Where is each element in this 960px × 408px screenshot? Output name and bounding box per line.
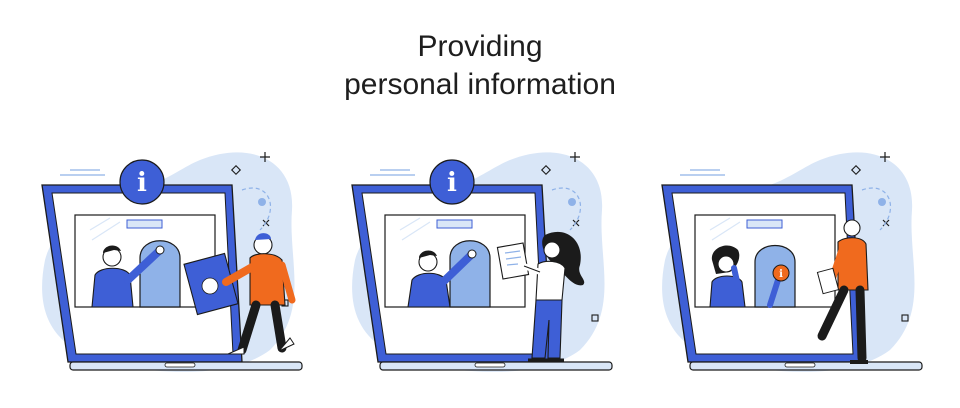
- woman-head: [717, 255, 735, 273]
- window-sign: [746, 219, 783, 229]
- customer-leg-left: [237, 300, 261, 355]
- sparkle-icon: [880, 152, 890, 162]
- clerk-body: [91, 267, 134, 308]
- tablet-device: [816, 267, 840, 295]
- laptop-base-notch: [474, 362, 506, 368]
- customer-leg-right: [270, 300, 287, 353]
- woman-arm-outline: [523, 265, 541, 273]
- dashed-curve: [551, 187, 581, 231]
- dashed-curve: [861, 187, 891, 231]
- customer-torso: [249, 253, 286, 306]
- sparkle-icon: [260, 152, 270, 162]
- dash-lines: [370, 169, 415, 176]
- window-glare: [399, 217, 431, 241]
- woman-head: [543, 241, 561, 259]
- laptop-illustration-1: i: [41, 152, 303, 372]
- clerk-hair: [103, 245, 121, 253]
- dot-icon: [878, 198, 886, 206]
- laptop-base-notch: [164, 362, 196, 368]
- dot-icon: [568, 198, 576, 206]
- woman-arm: [731, 265, 741, 289]
- window-glare: [89, 217, 121, 241]
- diamond-icon: [230, 164, 242, 176]
- info-glyph: i: [447, 168, 457, 198]
- dash-lines: [680, 169, 725, 176]
- laptop-illustration-3: i: [661, 152, 923, 372]
- customer-shoe-left: [227, 346, 245, 355]
- diamond-icon: [540, 164, 552, 176]
- man-leg-right: [855, 285, 867, 363]
- illustration-thinking-person: i: [650, 140, 950, 390]
- dash-lines: [60, 169, 105, 176]
- laptop-base-notch: [784, 362, 816, 368]
- diamond-icon: [850, 164, 862, 176]
- arch-opening: [449, 240, 491, 308]
- window-sign: [436, 219, 473, 229]
- illustration-showing-document: i: [340, 140, 640, 390]
- clerk-hand: [155, 245, 165, 255]
- dot-icon: [258, 198, 266, 206]
- info-token-icon: [772, 264, 790, 282]
- customer-arm-back: [278, 261, 296, 304]
- customer-hair: [255, 233, 271, 240]
- page-title: Providing personal information: [0, 28, 960, 104]
- window-glare: [709, 217, 741, 241]
- laptop-illustration-2: i: [351, 152, 613, 372]
- passport-emblem: [201, 277, 219, 295]
- woman-torso: [535, 260, 566, 301]
- dashed-curve: [241, 187, 271, 231]
- paper-document: [496, 242, 530, 280]
- paper-lines: [504, 250, 522, 266]
- man-torso: [837, 237, 869, 291]
- info-token-glyph: i: [779, 269, 783, 280]
- window-sign: [126, 219, 163, 229]
- customer-arm: [222, 262, 258, 286]
- title-line-1: Providing: [417, 30, 543, 63]
- man-leg-left: [817, 285, 849, 341]
- info-icon: [119, 159, 165, 205]
- square-icon: [591, 314, 599, 322]
- square-icon: [901, 314, 909, 322]
- sparkle-icon: [570, 152, 580, 162]
- title-line-2: personal information: [344, 68, 616, 101]
- clerk-arm: [438, 252, 474, 287]
- customer-shoe-right: [278, 337, 295, 352]
- clerk-hair: [419, 250, 437, 258]
- clerk-arm: [767, 277, 781, 308]
- illustration-handing-document: i: [30, 140, 330, 390]
- clerk-arm: [124, 248, 162, 284]
- info-icon: [429, 159, 475, 205]
- clerk-hand: [467, 249, 477, 259]
- woman-pants: [531, 299, 563, 359]
- man-head: [843, 219, 861, 237]
- info-glyph: i: [137, 168, 147, 198]
